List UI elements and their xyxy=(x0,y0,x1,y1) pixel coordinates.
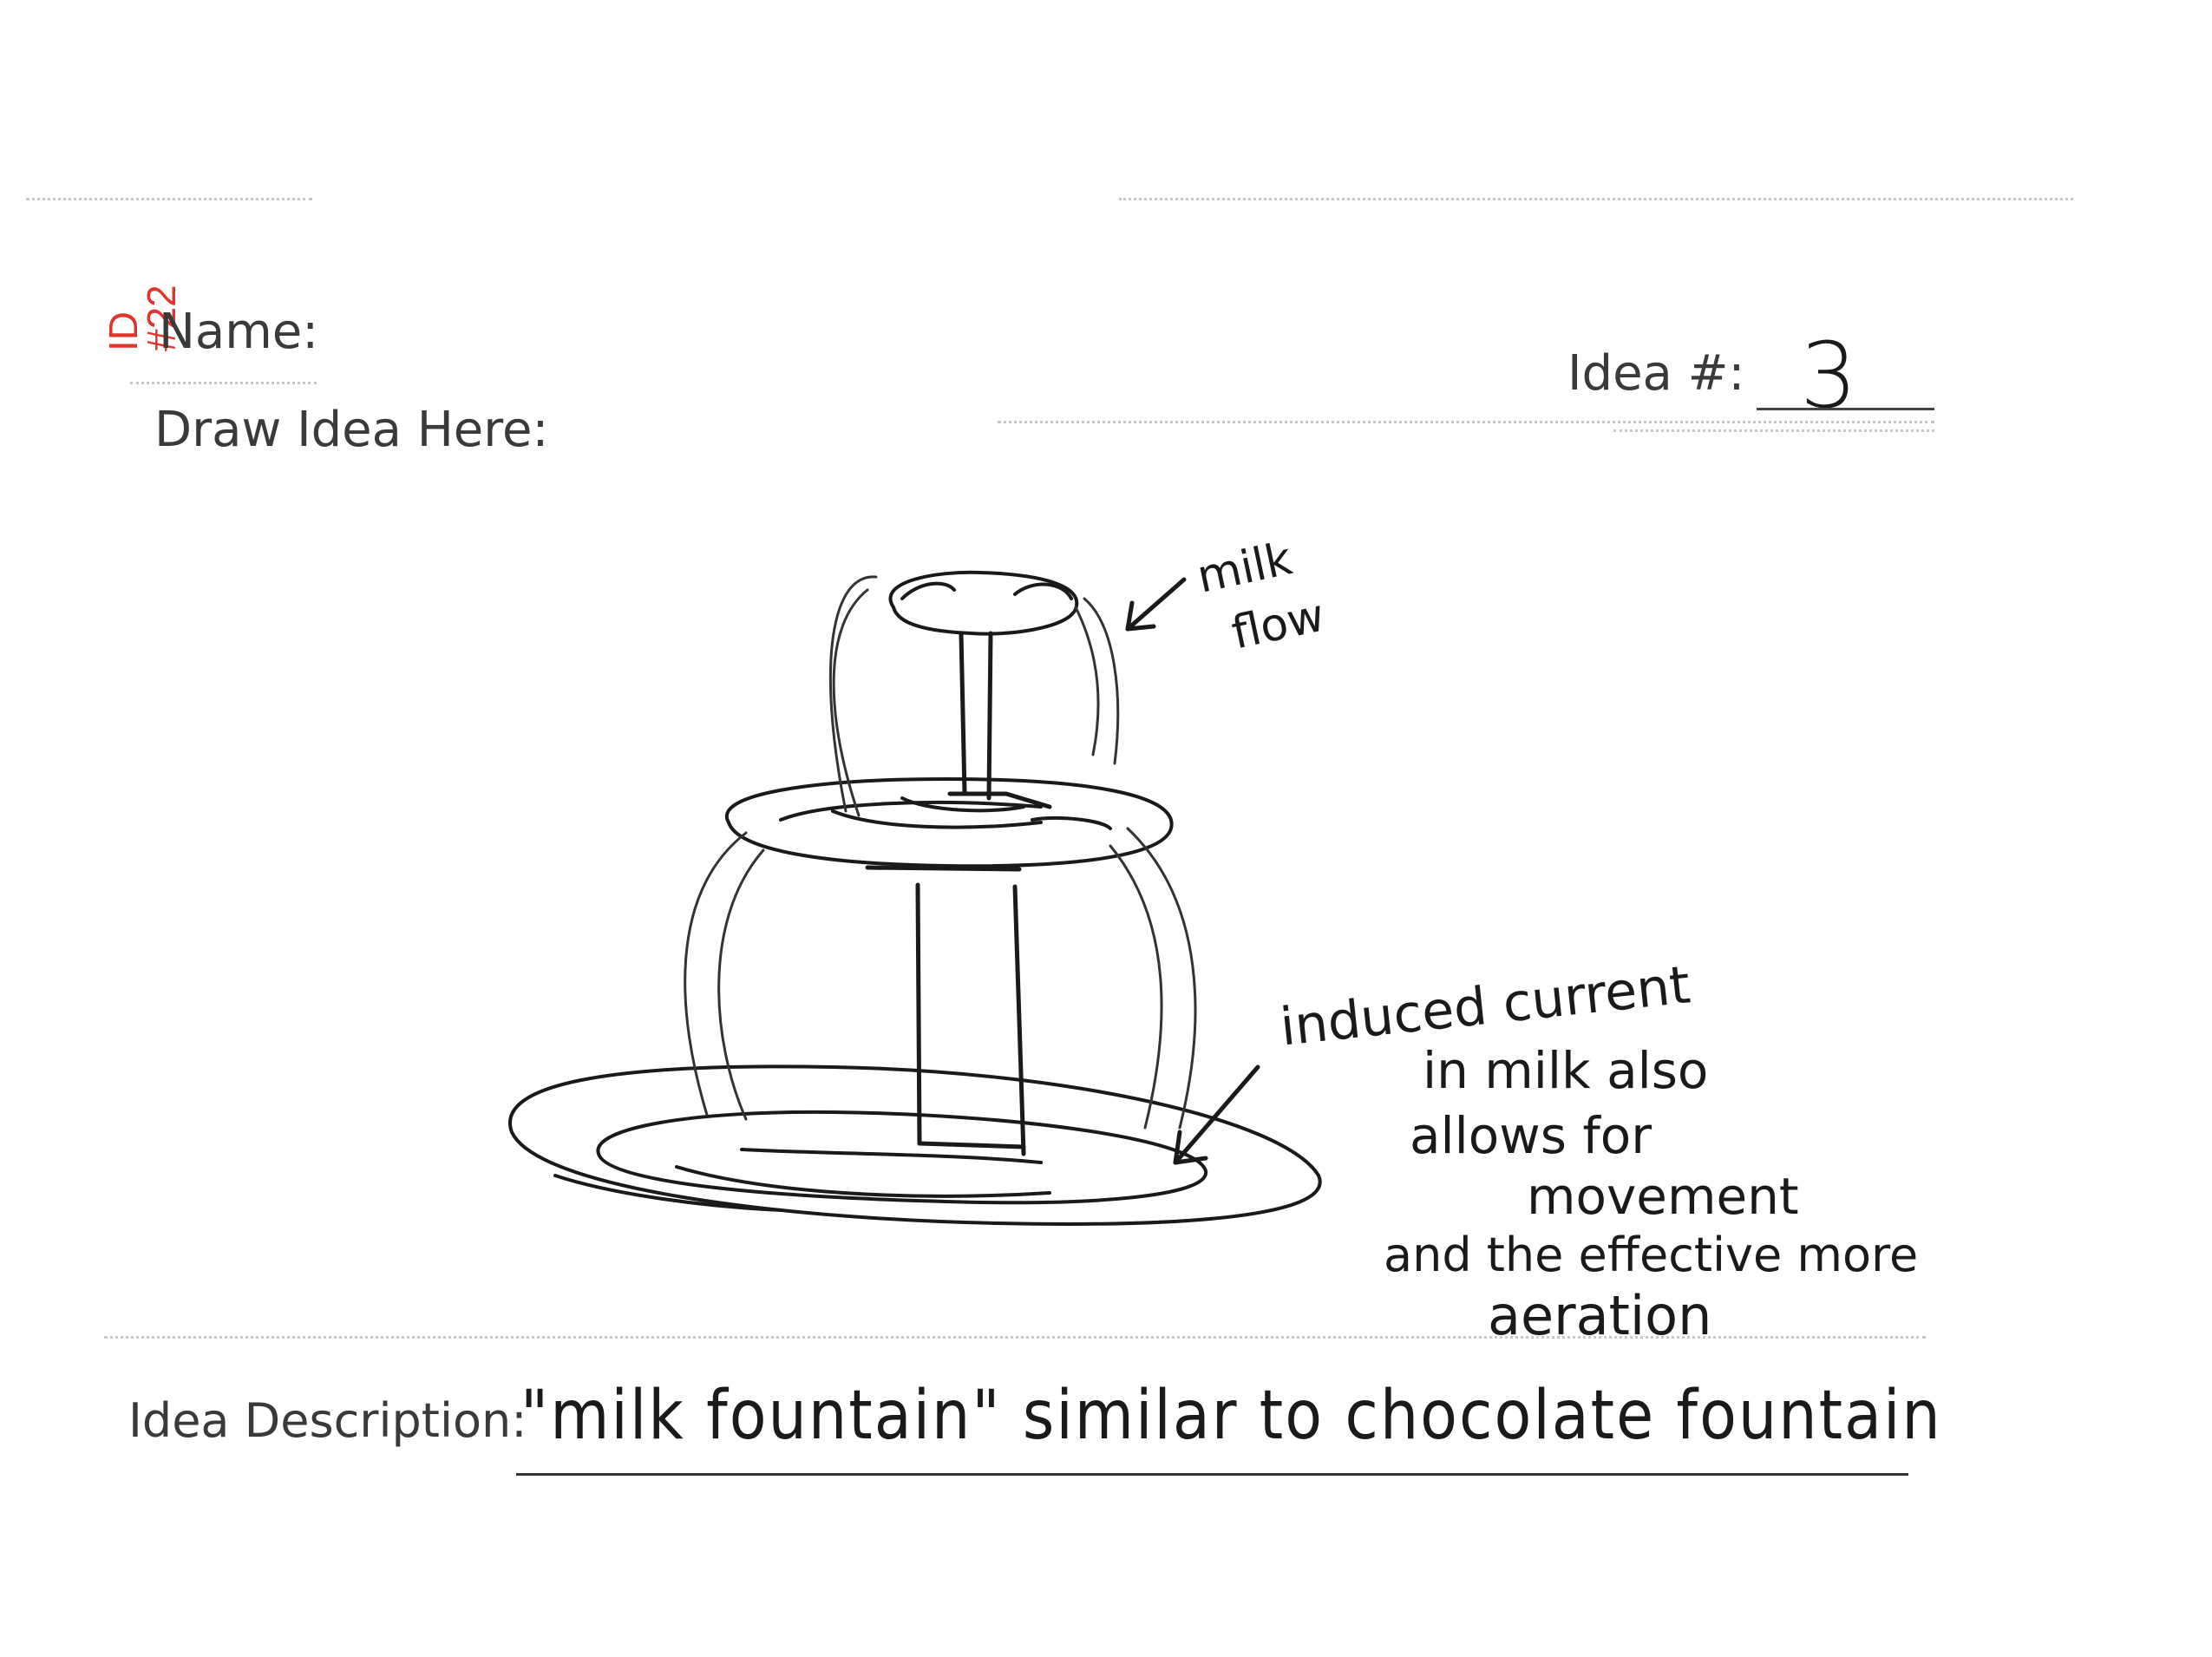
annotation-and-more: and the effective more xyxy=(1384,1228,1918,1282)
annotation-allows-for: allows for xyxy=(1410,1106,1652,1165)
annotation-arrows xyxy=(1128,580,1258,1163)
fountain-lower-column xyxy=(867,868,1024,1154)
fountain-top-dish xyxy=(890,573,1077,634)
annotation-aeration: aeration xyxy=(1488,1284,1711,1347)
fountain-base-basin xyxy=(510,1066,1320,1224)
annotation-in-milk-also: in milk also xyxy=(1423,1041,1708,1100)
annotation-movement: movement xyxy=(1527,1167,1799,1226)
milk-flow-lines xyxy=(685,577,1195,1128)
